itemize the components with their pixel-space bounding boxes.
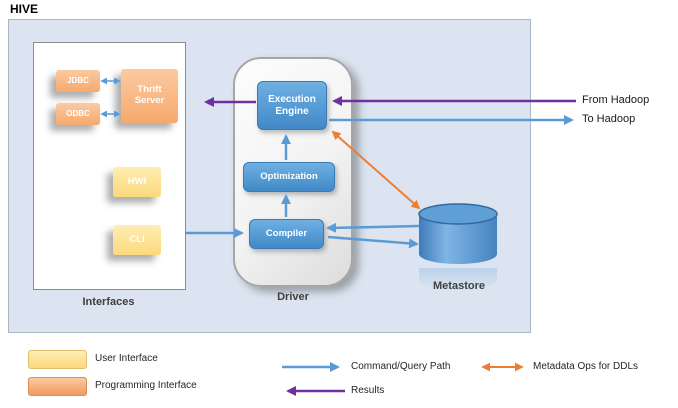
execution-engine-box: Execution Engine [257, 81, 327, 130]
jdbc-box: JDBC [56, 70, 100, 92]
legend-metadata-ops-label: Metadata Ops for DDLs [533, 361, 639, 372]
legend-programming-interface-swatch [28, 377, 87, 396]
legend-results-label: Results [351, 385, 385, 396]
legend-user-interface-swatch [28, 350, 87, 369]
legend-user-interface-label: User Interface [95, 353, 158, 364]
driver-label: Driver [277, 291, 309, 303]
hwi-box: HWI [113, 167, 161, 197]
metastore-cylinder [418, 203, 498, 290]
legend-command-query-label: Command/Query Path [351, 361, 451, 372]
legend-programming-interface-label: Programming Interface [95, 380, 197, 391]
diagram-title: HIVE [10, 2, 39, 16]
optimization-box: Optimization [243, 162, 335, 192]
thrift-server-box: Thrift Server [121, 69, 178, 123]
compiler-box: Compiler [249, 219, 324, 249]
to-hadoop-label: To Hadoop [582, 113, 636, 125]
odbc-box: ODBC [56, 103, 100, 125]
cli-box: CLI [113, 225, 161, 255]
interfaces-label: Interfaces [82, 296, 135, 308]
from-hadoop-label: From Hadoop [582, 94, 650, 106]
metastore-label: Metastore [433, 280, 485, 292]
